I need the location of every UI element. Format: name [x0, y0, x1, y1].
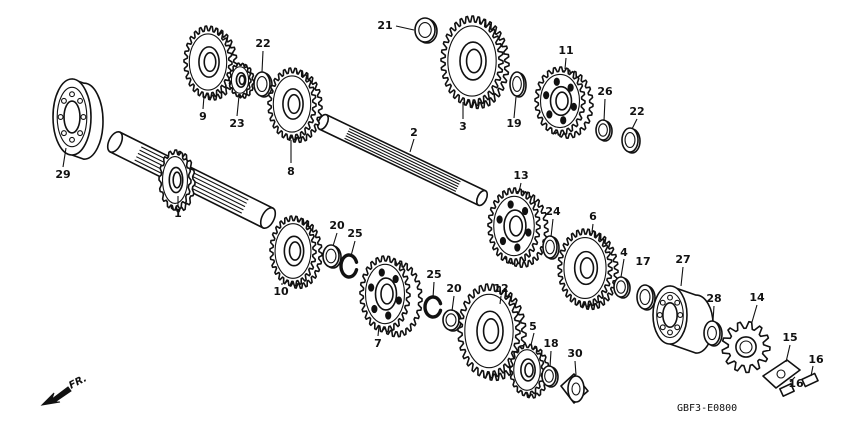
bushing-30: [560, 373, 589, 404]
washer-26: [595, 119, 613, 142]
gear-5: [509, 343, 550, 399]
callout-18: 18: [543, 337, 558, 350]
gear-10: [269, 215, 323, 290]
callout-10: 10: [273, 285, 289, 298]
callout-8: 8: [287, 165, 295, 178]
callout-5: 5: [529, 320, 537, 333]
callout-20a: 20: [329, 219, 345, 232]
callout-23: 23: [229, 117, 244, 130]
callout-29: 29: [55, 168, 70, 181]
callout-22a: 22: [255, 37, 270, 50]
gear-13: [487, 187, 549, 268]
circlip-25-right: [423, 295, 443, 319]
callout-3: 3: [459, 120, 467, 133]
callout-30: 30: [567, 347, 583, 360]
front-arrow-icon: [40, 386, 72, 406]
parts-layer: [52, 15, 819, 404]
callout-4: 4: [620, 246, 628, 259]
washer-20-left: [322, 244, 342, 269]
callout-14: 14: [749, 291, 765, 304]
callout-17: 17: [635, 255, 650, 268]
callout-13: 13: [513, 169, 528, 182]
gear-8: [267, 67, 323, 144]
gear-6: [557, 228, 619, 311]
callout-7: 7: [374, 337, 382, 350]
bushing-23: [228, 62, 255, 99]
callout-16b: 16: [788, 377, 804, 390]
bearing-29: [52, 78, 104, 160]
callout-21: 21: [377, 19, 392, 32]
callout-16a: 16: [808, 353, 824, 366]
front-direction-indicator: FR.: [40, 373, 89, 406]
main-shaft-gear: [158, 149, 196, 213]
bolt-16a: [801, 372, 819, 388]
washer-17: [636, 284, 656, 311]
gear-7: [359, 255, 423, 338]
callout-19: 19: [506, 117, 521, 130]
bolt-16b: [779, 383, 795, 397]
callout-9: 9: [199, 110, 207, 123]
callout-12: 12: [493, 282, 508, 295]
collar-28: [703, 320, 723, 347]
callout-22b: 22: [629, 105, 644, 118]
leader-lines: [62, 25, 814, 383]
washer-22-right: [621, 127, 641, 154]
callout-25b: 25: [426, 268, 441, 281]
diagram-code: GBF3-E0800: [677, 403, 737, 414]
washer-4: [613, 276, 631, 299]
callout-25a: 25: [347, 227, 362, 240]
washer-20-right: [442, 309, 462, 332]
sprocket-14: [721, 320, 771, 374]
washer-24: [542, 235, 560, 260]
washer-18: [541, 365, 559, 388]
washer-19: [509, 71, 527, 98]
gear-11: [534, 66, 594, 139]
callout-24: 24: [545, 205, 561, 218]
countershaft: [316, 113, 489, 207]
callout-6: 6: [589, 210, 597, 223]
gear-3: [440, 15, 510, 110]
washer-22-left: [253, 71, 273, 98]
front-direction-label: FR.: [67, 373, 89, 391]
gear-12: [457, 283, 527, 382]
callout-15: 15: [782, 331, 797, 344]
bearing-27: [652, 285, 714, 354]
callout-1: 1: [174, 207, 182, 220]
callout-11: 11: [558, 44, 573, 57]
callout-26: 26: [597, 85, 613, 98]
fixing-plate-15: [762, 359, 801, 389]
callout-28: 28: [706, 292, 721, 305]
gear-9: [183, 25, 238, 101]
callout-labels: 1 2 3 4 5 6 7 8 9 10 11 12 13 14 15 16 1…: [55, 19, 824, 390]
circlip-25-left: [339, 253, 359, 279]
callout-2: 2: [410, 126, 418, 139]
callout-20b: 20: [446, 282, 462, 295]
callout-27: 27: [675, 253, 690, 266]
washer-21: [414, 17, 438, 44]
